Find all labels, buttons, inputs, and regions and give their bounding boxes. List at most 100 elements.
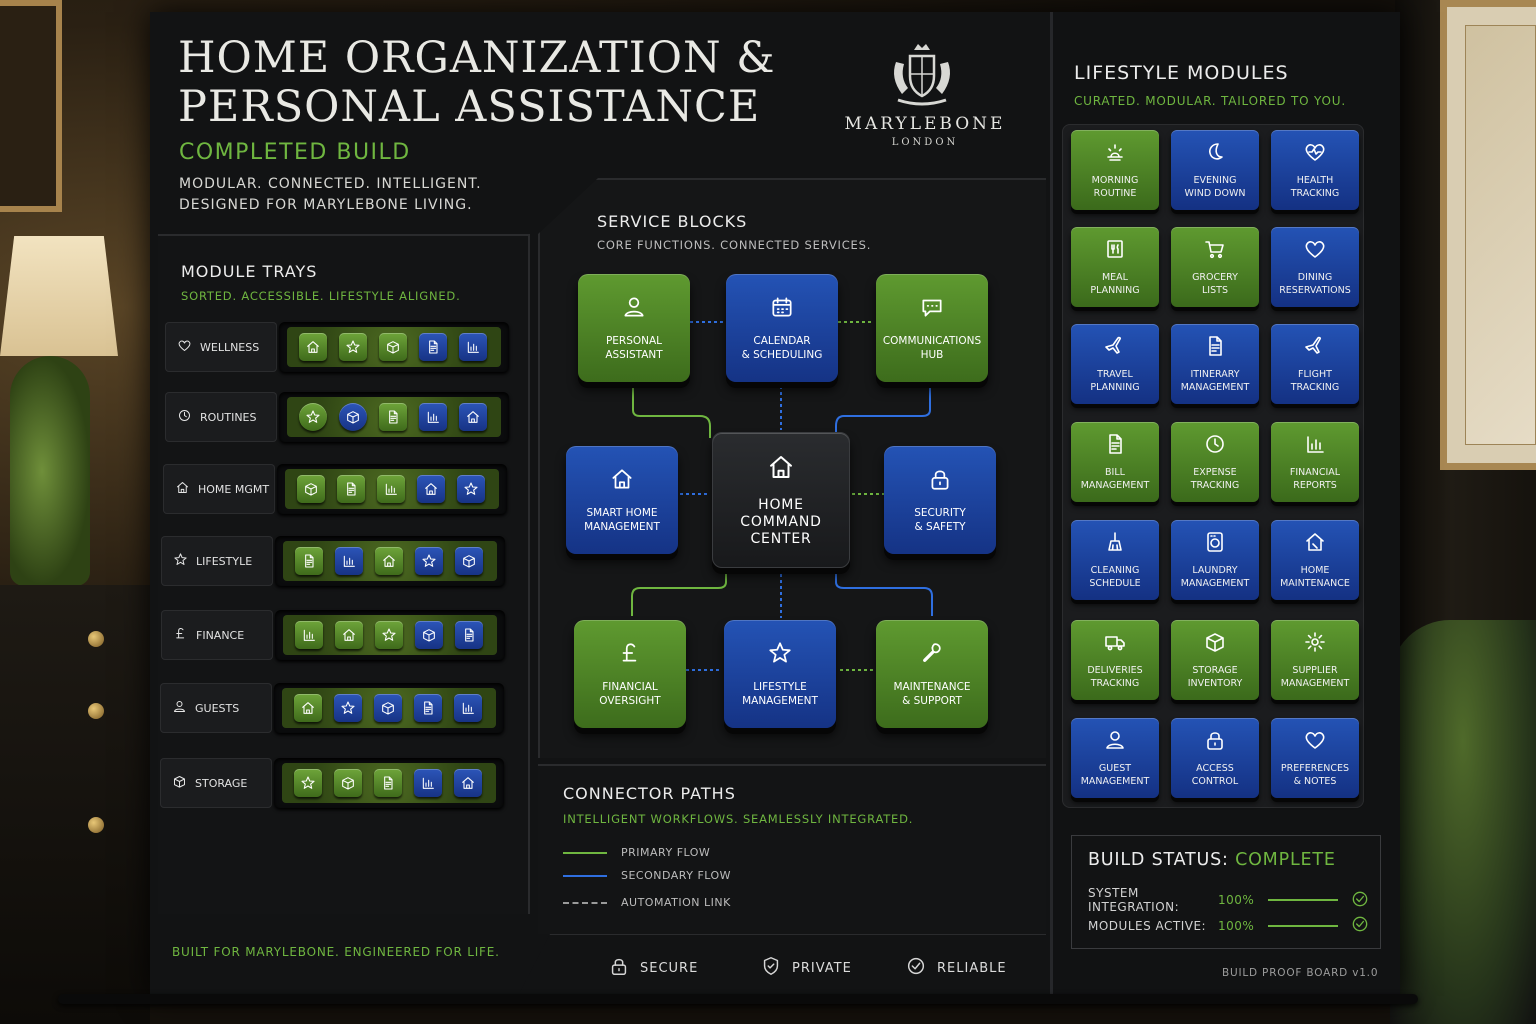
service-block-lifestyle[interactable]: LIFESTYLE MANAGEMENT — [724, 620, 836, 728]
tray-module-chip[interactable] — [294, 769, 322, 797]
tray-module-chip[interactable] — [379, 403, 407, 431]
tray-module-chip[interactable] — [334, 769, 362, 797]
tray-module-chip[interactable] — [374, 769, 402, 797]
tray-module-chip[interactable] — [377, 475, 405, 503]
lamp-base — [10, 356, 90, 586]
tray-module-chip[interactable] — [379, 333, 407, 361]
tray-module-chip[interactable] — [335, 621, 363, 649]
service-block-label: SMART HOME MANAGEMENT — [584, 507, 660, 533]
tray-module-chip[interactable] — [374, 694, 402, 722]
tray-module-chip[interactable] — [454, 694, 482, 722]
tray-module-chip[interactable] — [457, 475, 485, 503]
tray-module-chip[interactable] — [455, 547, 483, 575]
tray-module-chip[interactable] — [295, 547, 323, 575]
module-label: CLEANING SCHEDULE — [1089, 565, 1141, 589]
module-grocery-lists[interactable]: GROCERY LISTS — [1171, 227, 1259, 307]
tray-row-guests[interactable]: GUESTS — [160, 683, 510, 739]
tray-row-routines[interactable]: ROUTINES — [165, 392, 515, 448]
moon-icon — [1203, 140, 1227, 168]
tray-module-chip[interactable] — [459, 333, 487, 361]
tray-module-chip[interactable] — [375, 547, 403, 575]
tray-row-home-mgmt[interactable]: HOME MGMT — [163, 464, 513, 520]
module-label: HEALTH TRACKING — [1290, 175, 1340, 199]
service-blocks-title: SERVICE BLOCKS — [597, 212, 748, 231]
chart-icon — [1303, 432, 1327, 460]
tray-module-chip[interactable] — [299, 403, 327, 431]
tray-module-chip[interactable] — [419, 403, 447, 431]
service-block-communications[interactable]: COMMUNICATIONS HUB — [876, 274, 988, 382]
tray-row-wellness[interactable]: WELLNESS — [165, 322, 515, 378]
tray-module-chip[interactable] — [337, 475, 365, 503]
tray-moss-bed — [282, 763, 496, 803]
tray-module-chip[interactable] — [334, 694, 362, 722]
module-travel-planning[interactable]: TRAVEL PLANNING — [1071, 324, 1159, 404]
connector-center-financial — [631, 574, 727, 616]
tray-module-chip[interactable] — [297, 475, 325, 503]
module-evening-wind-down[interactable]: EVENING WIND DOWN — [1171, 130, 1259, 210]
wall-picture-frame-right — [1440, 0, 1536, 470]
clock-icon — [1203, 432, 1227, 460]
tray-module-chip[interactable] — [299, 333, 327, 361]
tray-module-chip[interactable] — [415, 547, 443, 575]
module-itinerary-management[interactable]: ITINERARY MANAGEMENT — [1171, 324, 1259, 404]
module-health-tracking[interactable]: HEALTH TRACKING — [1271, 130, 1359, 210]
service-block-maintenance[interactable]: MAINTENANCE & SUPPORT — [876, 620, 988, 728]
module-home-maintenance[interactable]: HOME MAINTENANCE — [1271, 520, 1359, 600]
module-laundry-management[interactable]: LAUNDRY MANAGEMENT — [1171, 520, 1259, 600]
service-block-command-center[interactable]: HOME COMMAND CENTER — [712, 432, 850, 568]
service-block-security[interactable]: SECURITY & SAFETY — [884, 446, 996, 554]
home-icon — [175, 480, 190, 498]
tray-row-storage[interactable]: STORAGE — [160, 758, 510, 814]
service-block-personal-assistant[interactable]: PERSONAL ASSISTANT — [578, 274, 690, 382]
check-circle-icon — [1350, 889, 1370, 912]
module-label: MORNING ROUTINE — [1091, 175, 1139, 199]
legend-swatch — [563, 901, 607, 904]
legend-row: AUTOMATION LINK — [563, 896, 731, 909]
tray-module-chip[interactable] — [414, 694, 442, 722]
service-block-financial[interactable]: FINANCIAL OVERSIGHT — [574, 620, 686, 728]
module-financial-reports[interactable]: FINANCIAL REPORTS — [1271, 422, 1359, 502]
lamp-shade — [0, 236, 118, 356]
tray-module-chip[interactable] — [455, 621, 483, 649]
module-dining-reservations[interactable]: DINING RESERVATIONS — [1271, 227, 1359, 307]
tray-module-chip[interactable] — [339, 333, 367, 361]
service-block-smart-home[interactable]: SMART HOME MANAGEMENT — [566, 446, 678, 554]
module-label: ITINERARY MANAGEMENT — [1180, 369, 1250, 393]
plane-icon — [1303, 334, 1327, 362]
tray-module-chip[interactable] — [375, 621, 403, 649]
service-block-calendar[interactable]: CALENDAR & SCHEDULING — [726, 274, 838, 382]
module-deliveries-tracking[interactable]: DELIVERIES TRACKING — [1071, 620, 1159, 700]
tray-module-chip[interactable] — [294, 694, 322, 722]
tray-moss-bed — [287, 397, 501, 437]
tray-module-chip[interactable] — [415, 621, 443, 649]
module-morning-routine[interactable]: MORNING ROUTINE — [1071, 130, 1159, 210]
tray-label: STORAGE — [160, 758, 272, 808]
connector-paths-subtitle: INTELLIGENT WORKFLOWS. SEAMLESSLY INTEGR… — [563, 812, 914, 826]
service-block-label: MAINTENANCE & SUPPORT — [893, 681, 971, 707]
module-bill-management[interactable]: BILL MANAGEMENT — [1071, 422, 1159, 502]
module-label: STORAGE INVENTORY — [1187, 665, 1243, 689]
module-preferences-notes[interactable]: PREFERENCES & NOTES — [1271, 718, 1359, 798]
module-guest-management[interactable]: GUEST MANAGEMENT — [1071, 718, 1159, 798]
tray-module-chip[interactable] — [419, 333, 447, 361]
module-access-control[interactable]: ACCESS CONTROL — [1171, 718, 1259, 798]
heart-icon — [1303, 728, 1327, 756]
module-storage-inventory[interactable]: STORAGE INVENTORY — [1171, 620, 1259, 700]
module-supplier-management[interactable]: SUPPLIER MANAGEMENT — [1271, 620, 1359, 700]
pound-icon — [173, 626, 188, 644]
module-flight-tracking[interactable]: FLIGHT TRACKING — [1271, 324, 1359, 404]
tray-module-chip[interactable] — [339, 403, 367, 431]
tray-module-chip[interactable] — [414, 769, 442, 797]
module-expense-tracking[interactable]: EXPENSE TRACKING — [1171, 422, 1259, 502]
tray-module-chip[interactable] — [459, 403, 487, 431]
tray-row-lifestyle[interactable]: LIFESTYLE — [161, 536, 511, 592]
tray-module-chip[interactable] — [295, 621, 323, 649]
tray-module-chip[interactable] — [335, 547, 363, 575]
truck-icon — [1103, 630, 1127, 658]
tray-module-chip[interactable] — [454, 769, 482, 797]
module-meal-planning[interactable]: MEAL PLANNING — [1071, 227, 1159, 307]
proof-board-version: BUILD PROOF BOARD v1.0 — [1222, 967, 1379, 979]
tray-row-finance[interactable]: FINANCE — [161, 610, 511, 666]
module-cleaning-schedule[interactable]: CLEANING SCHEDULE — [1071, 520, 1159, 600]
tray-module-chip[interactable] — [417, 475, 445, 503]
